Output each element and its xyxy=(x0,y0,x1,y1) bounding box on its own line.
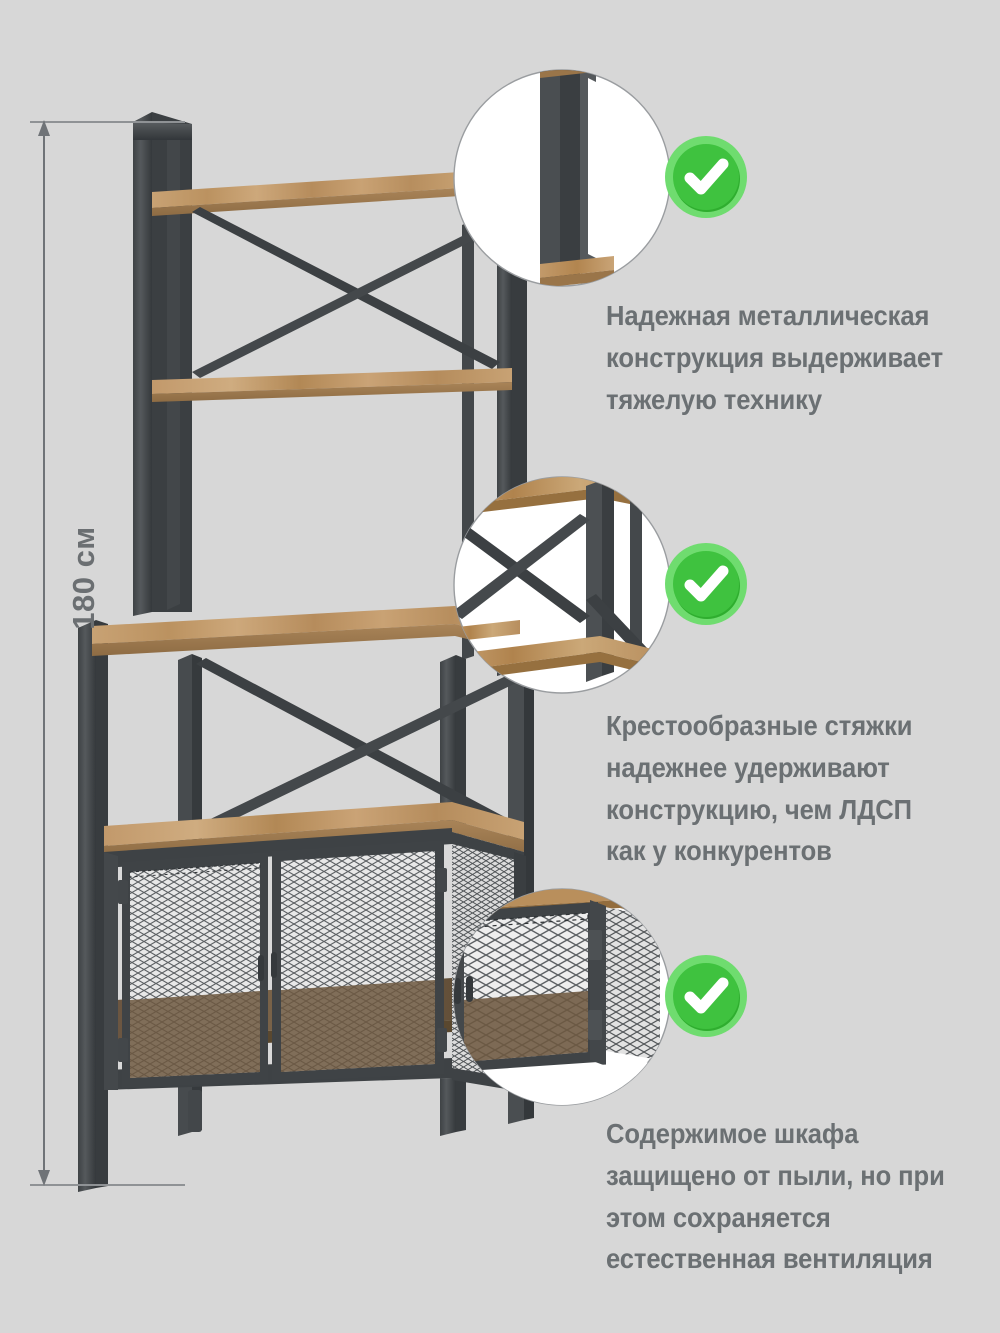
hinge xyxy=(437,868,447,892)
dimension-label: 180 см xyxy=(66,526,101,630)
check-icon xyxy=(684,565,729,602)
feature-text-cross-brace: Крестообразные стяжки надежнее удерживаю… xyxy=(606,710,913,867)
dimension-line xyxy=(30,120,185,1186)
cross-brace-top xyxy=(192,207,500,378)
check-icon xyxy=(684,977,729,1014)
cabinet-door-right[interactable] xyxy=(271,840,447,1082)
feature-text-metal-frame: Надежная металлическая конструкция выдер… xyxy=(606,300,944,415)
shelf-worktop xyxy=(92,606,520,656)
cross-brace-mid xyxy=(196,658,518,833)
hinge xyxy=(118,1038,128,1062)
door-handle-right xyxy=(271,952,277,978)
feature-text-mesh-door: Содержимое шкафа защищено от пыли, но пр… xyxy=(606,1118,945,1275)
cabinet-foot xyxy=(188,1090,202,1132)
hinge xyxy=(437,1028,447,1052)
check-icon xyxy=(684,158,729,195)
cabinet-door-left[interactable] xyxy=(118,852,268,1088)
check-badge-2 xyxy=(665,543,747,625)
door-handle-left xyxy=(258,955,264,981)
hinge xyxy=(118,880,128,904)
dimension-arrow-top xyxy=(38,120,50,136)
shelf-second xyxy=(152,368,512,402)
dimension-arrow-bottom xyxy=(38,1170,50,1186)
check-badge-1 xyxy=(665,136,747,218)
check-badge-3 xyxy=(665,955,747,1037)
